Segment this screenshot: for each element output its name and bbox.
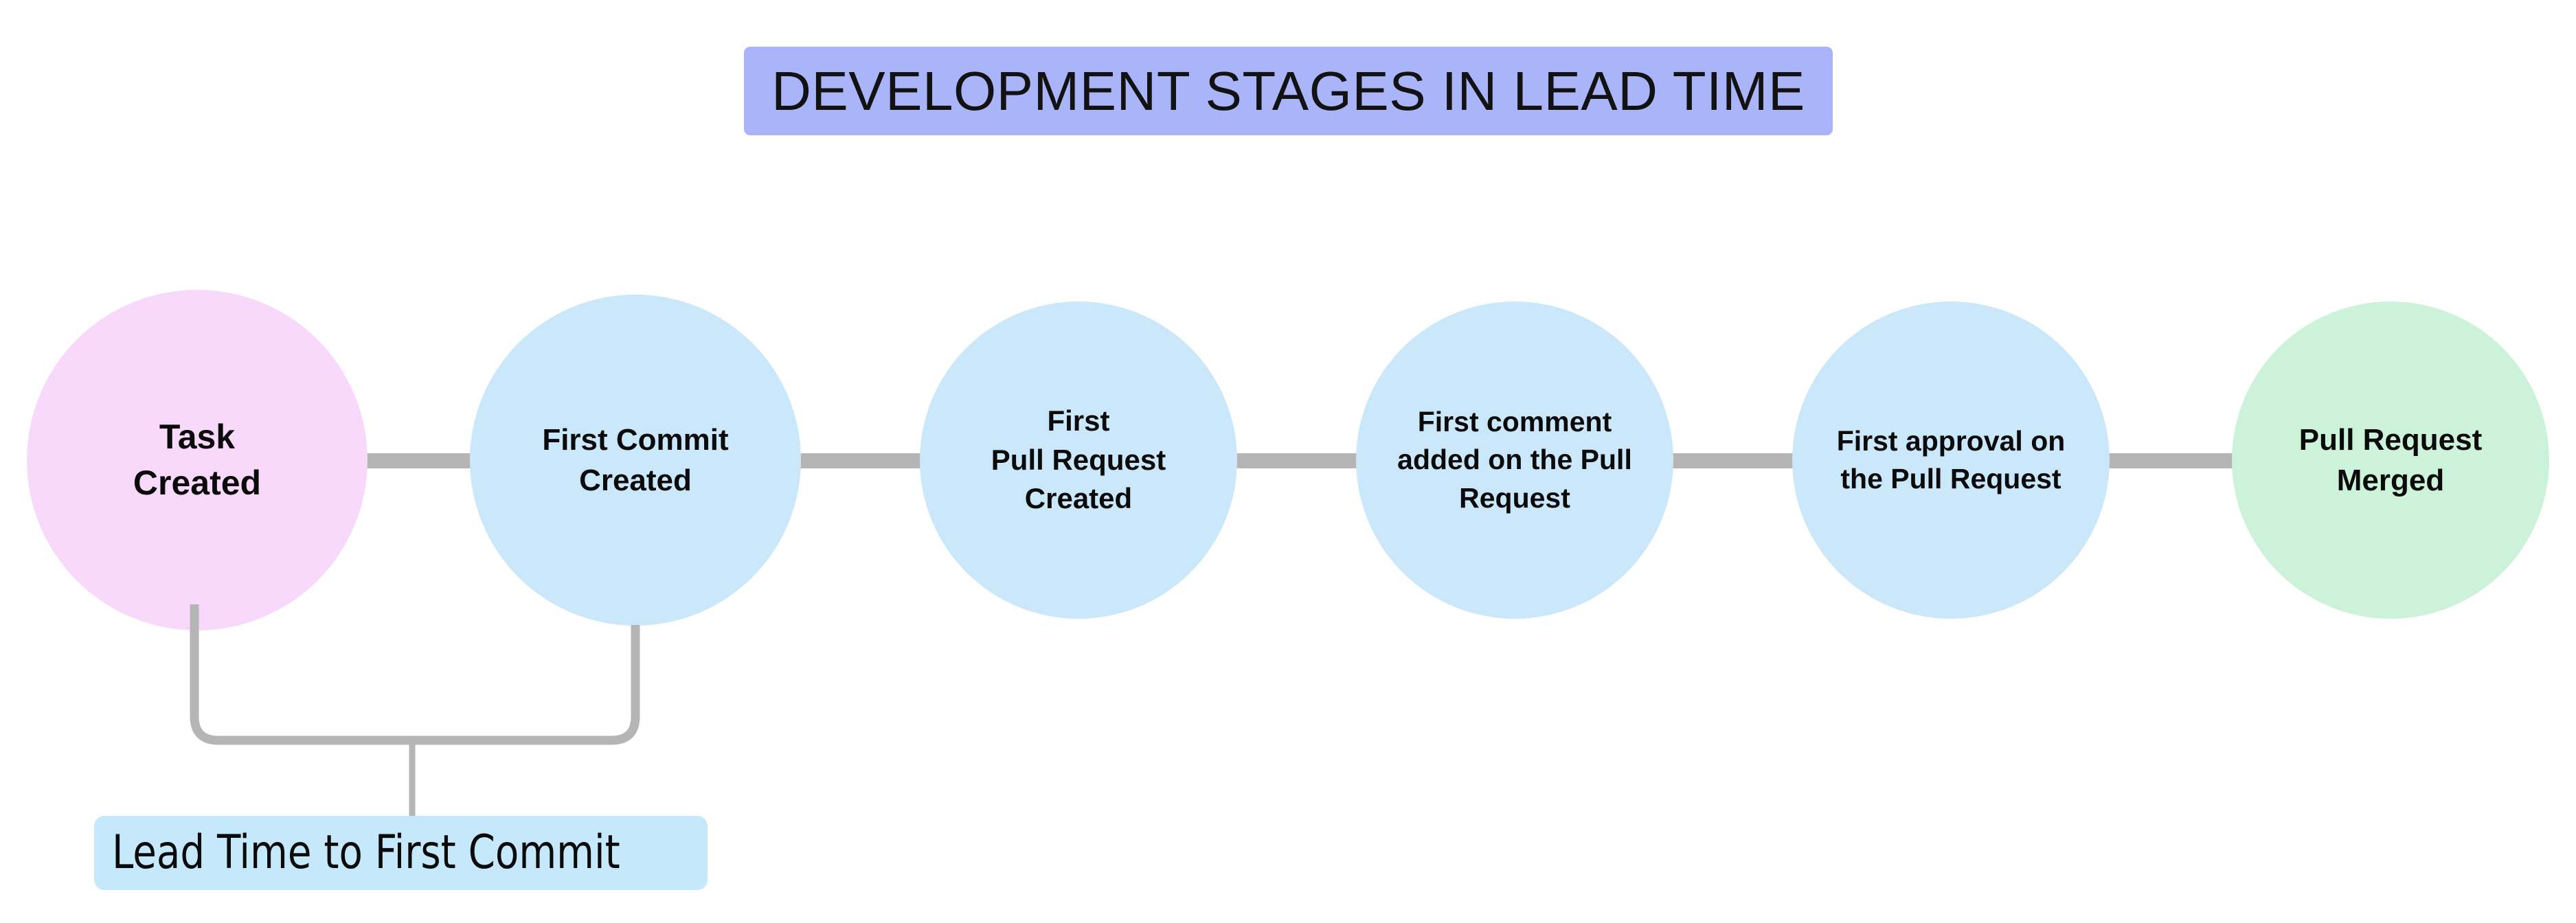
- connector-first-approval-to-pull-request-merged: [2102, 453, 2236, 468]
- stage-label-first-approval-on-pull-request: First approval on the Pull Request: [1836, 424, 2066, 494]
- connector-first-comment-to-first-approval: [1666, 453, 1796, 468]
- stage-label-first-commit-created: First Commit Created: [542, 422, 729, 497]
- stage-label-task-created: Task Created: [133, 417, 262, 503]
- stage-node-first-approval-on-pull-request[interactable]: First approval on the Pull Request: [1792, 301, 2110, 619]
- lead-time-label-text: Lead Time to First Commit: [112, 825, 620, 880]
- page-title: DEVELOPMENT STAGES IN LEAD TIME: [771, 60, 1805, 122]
- connector-first-commit-to-first-pull-request: [793, 453, 924, 468]
- stage-label-first-comment-on-pull-request: First comment added on the Pull Request: [1397, 405, 1632, 514]
- bracket-rail: [190, 604, 640, 745]
- lead-time-bracket: [190, 604, 640, 817]
- stage-node-first-comment-on-pull-request[interactable]: First comment added on the Pull Request: [1356, 301, 1673, 619]
- stage-label-pull-request-merged: Pull Request Merged: [2298, 422, 2483, 497]
- connector-first-pull-request-to-first-comment: [1230, 453, 1360, 468]
- diagram-title-banner: DEVELOPMENT STAGES IN LEAD TIME: [744, 47, 1833, 135]
- stage-node-first-commit-created[interactable]: First Commit Created: [470, 295, 801, 626]
- lead-time-label-pill[interactable]: Lead Time to First Commit: [94, 816, 708, 890]
- connector-task-created-to-first-commit: [356, 453, 474, 468]
- stage-node-first-pull-request-created[interactable]: First Pull Request Created: [920, 301, 1237, 619]
- stage-label-first-pull-request-created: First Pull Request Created: [991, 404, 1166, 515]
- stage-node-task-created[interactable]: Task Created: [27, 290, 368, 630]
- stage-node-pull-request-merged[interactable]: Pull Request Merged: [2232, 301, 2549, 619]
